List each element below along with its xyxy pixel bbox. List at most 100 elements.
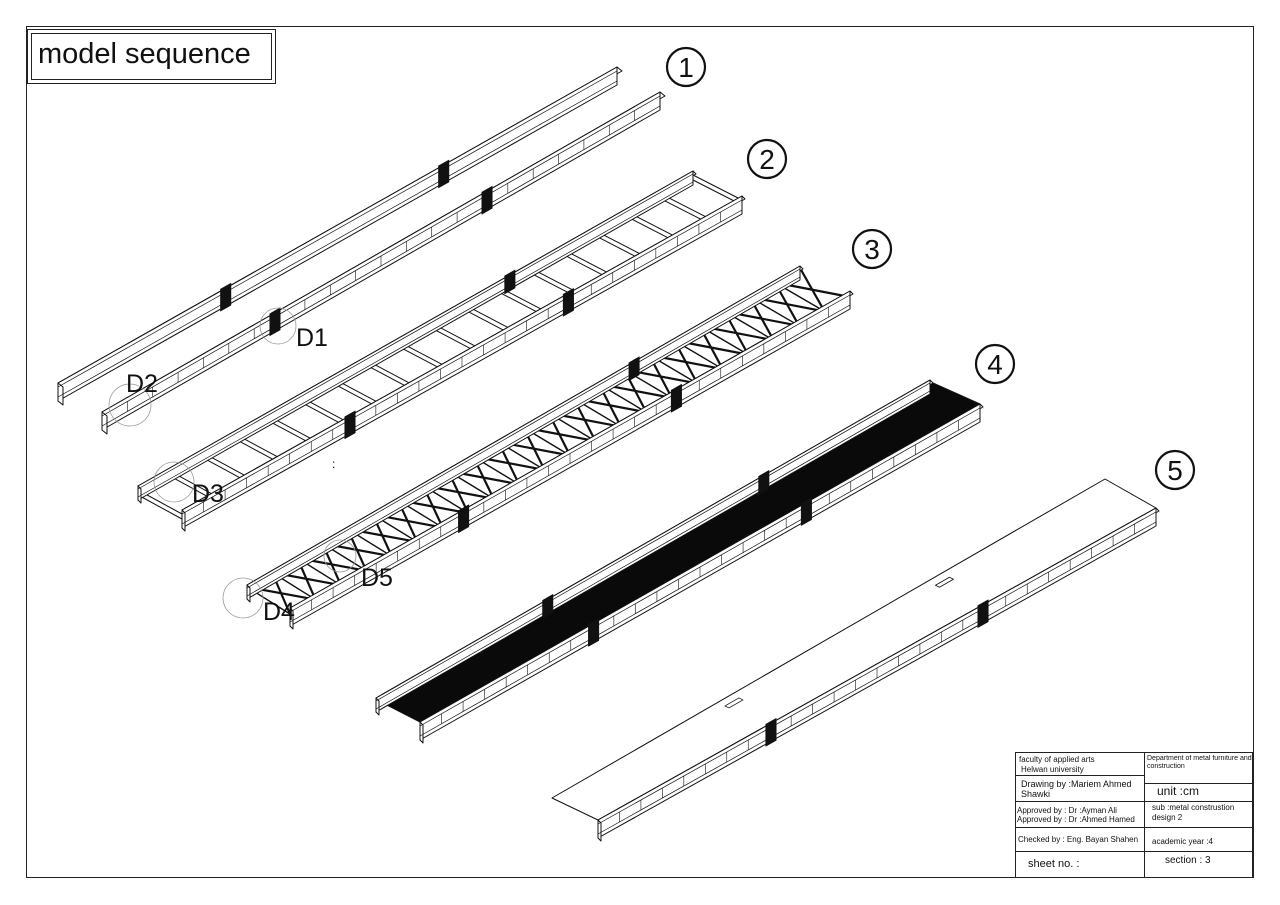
step-number-circle: 4: [974, 343, 1016, 385]
step-number-label: 1: [678, 52, 694, 83]
rail-flange-line: [246, 276, 801, 597]
rail-joint-plate: [670, 384, 682, 413]
detail-label: D3: [192, 480, 224, 508]
detail-circle: [323, 539, 357, 573]
detail-circle: [259, 307, 297, 345]
subject-text-2: design 2: [1152, 813, 1183, 822]
model-1-beam-back: [57, 66, 623, 406]
step-circle-outline: [1154, 449, 1196, 491]
title-block-divider: [1016, 851, 1253, 852]
model-5-rail-front: [597, 507, 1160, 842]
title-box-inner-frame: [31, 33, 272, 80]
step-number-circle: 5: [1154, 449, 1196, 491]
detail-callout: D5: [323, 539, 393, 592]
rail-flange-line: [375, 382, 931, 702]
model-4-rail-back: [375, 379, 934, 716]
rail-joint-plate: [438, 159, 450, 189]
step-number-label: 3: [864, 234, 880, 265]
detail-circle: [153, 461, 195, 503]
detail-callout: D3: [153, 461, 224, 508]
rail-joint-plate: [758, 470, 770, 495]
title-box: model sequence: [27, 29, 276, 84]
model-1-beam-front: [101, 91, 666, 435]
approved-by-2: Approved by : Dr :Ahmed Hamed: [1017, 815, 1135, 824]
sheet-number-text: sheet no. :: [1028, 858, 1080, 870]
step-circle-outline: [851, 228, 893, 270]
rail-flange-line: [246, 268, 801, 589]
model-3-rail-front: [289, 290, 854, 630]
step-number-label: 4: [987, 349, 1003, 380]
detail-callout: D2: [108, 370, 158, 427]
department-text: Department of metal furniture and constr…: [1147, 755, 1252, 770]
rail-end-cap: [181, 509, 186, 532]
model-2-rail-front: [181, 195, 746, 532]
top-splice-plate: [724, 697, 744, 709]
rail-flange-line: [375, 390, 931, 710]
sheet-border: [26, 26, 1254, 878]
title-block-divider: [1144, 753, 1145, 878]
model-4-rail-front: [419, 403, 984, 744]
rail-joint-plate: [588, 618, 600, 647]
stray-mark: :: [332, 457, 335, 471]
rail-joint-plate: [765, 718, 777, 747]
rail-joint-plate: [344, 410, 356, 440]
detail-callout: D1: [259, 307, 328, 352]
rail-flange-line: [137, 181, 694, 498]
faculty-text: faculty of applied arts: [1019, 755, 1095, 764]
detail-label: D1: [296, 324, 328, 352]
university-text: Helwan university: [1021, 765, 1084, 774]
rail-front-face: [137, 170, 694, 501]
title-block-divider: [1016, 801, 1253, 802]
detail-label: D4: [263, 598, 295, 626]
truss-diagonal: [799, 267, 826, 312]
step-number-label: 5: [1167, 455, 1183, 486]
approved-by-1: Approved by : Dr :Ayman Ali: [1017, 806, 1117, 815]
step-number-circle: 1: [665, 46, 707, 88]
rail-joint-plate: [800, 497, 812, 526]
rail-joint-plate: [458, 504, 470, 533]
drawing-by-text: Drawing by :Mariem Ahmed: [1021, 779, 1132, 789]
rail-joint-plate: [504, 269, 516, 295]
title-block-divider: [1016, 775, 1144, 776]
detail-circle: [222, 577, 264, 619]
subject-text: sub :metal construstion: [1152, 803, 1235, 812]
top-splice-plate: [935, 576, 954, 588]
rail-front-face: [57, 66, 618, 402]
detail-label: D5: [361, 564, 393, 592]
page-title: model sequence: [38, 38, 251, 70]
step-number-circle: 3: [851, 228, 893, 270]
rail-end-cap: [419, 721, 424, 744]
rail-joint-plate: [220, 282, 232, 312]
title-block: faculty of applied arts Helwan universit…: [1015, 752, 1253, 878]
model-2-rail-back: [137, 170, 697, 504]
rail-end-cap: [57, 382, 64, 406]
rail-end-cap: [597, 819, 602, 842]
section-text: section : 3: [1165, 855, 1211, 866]
rail-joint-plate: [542, 594, 554, 619]
rail-end-cap: [289, 607, 294, 630]
model-3-rail-back: [246, 265, 804, 603]
rail-joint-plate: [481, 185, 493, 215]
step-number-circle: 2: [746, 138, 788, 180]
rail-joint-plate: [628, 356, 640, 381]
detail-callout: D4: [222, 577, 295, 626]
rail-joint-plate: [977, 599, 989, 628]
rail-joint-plate: [562, 288, 574, 317]
beam-models: [57, 66, 1160, 842]
rail-flange-line: [57, 80, 618, 398]
drawing-by-name: Shawki: [1021, 789, 1051, 799]
checked-by-text: Checked by : Eng. Bayan Shahen: [1018, 835, 1139, 844]
rail-end-cap: [101, 411, 108, 435]
step-circle-outline: [746, 138, 788, 180]
step-number-label: 2: [759, 144, 775, 175]
step-circle-outline: [665, 46, 707, 88]
academic-year-text: academic year :4: [1152, 837, 1213, 846]
title-block-divider: [1144, 783, 1253, 784]
rail-flange-line: [137, 173, 694, 490]
title-block-divider: [1016, 827, 1253, 828]
rail-flange-line: [57, 70, 618, 388]
detail-circle: [108, 383, 152, 427]
detail-label: D2: [126, 370, 158, 398]
